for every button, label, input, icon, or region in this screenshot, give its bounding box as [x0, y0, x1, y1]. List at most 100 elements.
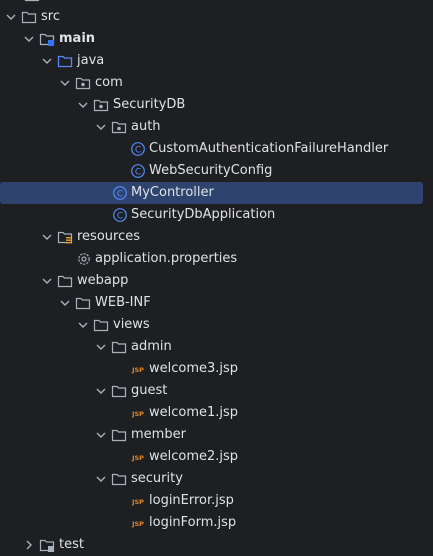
tree-row-resources[interactable]: resources: [0, 226, 433, 248]
svg-text:C: C: [117, 189, 123, 199]
tree-row-java[interactable]: java: [0, 50, 433, 72]
chevron-down-icon[interactable]: [40, 274, 54, 288]
tree-label: guest: [131, 383, 168, 398]
tree-row-admin[interactable]: admin: [0, 336, 433, 358]
tree-row-web-security-config[interactable]: C WebSecurityConfig: [0, 160, 433, 182]
tree-row-web-inf[interactable]: WEB-INF: [0, 292, 433, 314]
svg-text:JSP: JSP: [131, 454, 144, 462]
tree-row-main[interactable]: main: [0, 28, 433, 50]
tree-row-guest[interactable]: guest: [0, 380, 433, 402]
tree-label: resources: [77, 229, 141, 244]
tree-label: auth: [131, 119, 161, 134]
chevron-down-icon[interactable]: [4, 10, 18, 24]
tree-row-auth[interactable]: auth: [0, 116, 433, 138]
tree-label: welcome3.jsp: [149, 361, 239, 376]
chevron-down-icon[interactable]: [58, 296, 72, 310]
tree-label: WEB-INF: [95, 295, 151, 310]
chevron-down-icon[interactable]: [76, 318, 90, 332]
tree-label: admin: [131, 339, 172, 354]
tree-row-partial[interactable]: [0, 0, 433, 6]
folder-icon: [24, 0, 40, 3]
tree-label: SecurityDbApplication: [131, 207, 276, 222]
chevron-down-icon[interactable]: [94, 472, 108, 486]
chevron-down-icon[interactable]: [94, 428, 108, 442]
jsp-icon: JSP: [130, 493, 146, 509]
folder-icon: [39, 537, 55, 553]
tree-row-login-error-jsp[interactable]: JSP loginError.jsp: [0, 490, 433, 512]
chevron-down-icon[interactable]: [8, 0, 22, 2]
tree-label: views: [113, 317, 150, 332]
tree-row-welcome1-jsp[interactable]: JSP welcome1.jsp: [0, 402, 433, 424]
package-icon: [93, 97, 109, 113]
tree-row-src[interactable]: src: [0, 6, 433, 28]
tree-row-security-db-application[interactable]: C SecurityDbApplication: [0, 204, 433, 226]
tree-row-welcome2-jsp[interactable]: JSP welcome2.jsp: [0, 446, 433, 468]
chevron-down-icon[interactable]: [58, 76, 72, 90]
chevron-down-icon[interactable]: [94, 340, 108, 354]
svg-text:JSP: JSP: [131, 410, 144, 418]
tree-label: test: [59, 537, 84, 552]
chevron-down-icon[interactable]: [40, 230, 54, 244]
tree-label: java: [77, 53, 105, 68]
tree-label: member: [131, 427, 186, 442]
tree-row-views[interactable]: views: [0, 314, 433, 336]
resources-folder-icon: [57, 229, 73, 245]
folder-icon: [93, 317, 109, 333]
source-folder-icon: [57, 53, 73, 69]
tree-label: security: [131, 471, 183, 486]
module-folder-icon: [39, 31, 55, 47]
package-icon: [75, 75, 91, 91]
tree-label: loginError.jsp: [149, 493, 234, 508]
tree-label: loginForm.jsp: [149, 515, 237, 530]
tree-label: MyController: [131, 185, 214, 200]
class-icon: C: [112, 185, 128, 201]
tree-label: SecurityDB: [113, 97, 186, 112]
tree-label: main: [59, 31, 96, 46]
folder-icon: [111, 427, 127, 443]
package-icon: [111, 119, 127, 135]
gear-icon: [76, 251, 92, 267]
tree-row-custom-failure-handler[interactable]: C CustomAuthenticationFailureHandler: [0, 138, 433, 160]
tree-row-securitydb[interactable]: SecurityDB: [0, 94, 433, 116]
tree-row-member[interactable]: member: [0, 424, 433, 446]
chevron-down-icon[interactable]: [94, 120, 108, 134]
chevron-down-icon[interactable]: [94, 384, 108, 398]
jsp-icon: JSP: [130, 361, 146, 377]
svg-text:C: C: [135, 167, 141, 177]
folder-icon: [75, 295, 91, 311]
folder-icon: [111, 471, 127, 487]
tree-label: WebSecurityConfig: [149, 163, 273, 178]
tree-row-login-form-jsp[interactable]: JSP loginForm.jsp: [0, 512, 433, 534]
jsp-icon: JSP: [130, 515, 146, 531]
folder-icon: [111, 339, 127, 355]
tree-row-my-controller[interactable]: C MyController: [0, 182, 433, 204]
svg-text:C: C: [135, 145, 141, 155]
jsp-icon: JSP: [130, 405, 146, 421]
svg-text:JSP: JSP: [131, 498, 144, 506]
tree-row-webapp[interactable]: webapp: [0, 270, 433, 292]
tree-label: application.properties: [95, 251, 238, 266]
tree-label: CustomAuthenticationFailureHandler: [149, 141, 389, 156]
tree-label: com: [95, 75, 123, 90]
folder-icon: [111, 383, 127, 399]
class-icon: C: [130, 141, 146, 157]
jsp-icon: JSP: [130, 449, 146, 465]
tree-row-test[interactable]: test: [0, 534, 433, 556]
chevron-down-icon[interactable]: [22, 32, 36, 46]
tree-label: webapp: [77, 273, 129, 288]
tree-row-com[interactable]: com: [0, 72, 433, 94]
class-icon: C: [112, 207, 128, 223]
chevron-right-icon[interactable]: [22, 538, 36, 552]
tree-label: welcome1.jsp: [149, 405, 239, 420]
tree-row-application-properties[interactable]: application.properties: [0, 248, 433, 270]
folder-icon: [21, 9, 37, 25]
chevron-down-icon[interactable]: [40, 54, 54, 68]
tree-row-security[interactable]: security: [0, 468, 433, 490]
tree-label: welcome2.jsp: [149, 449, 239, 464]
chevron-down-icon[interactable]: [76, 98, 90, 112]
tree-row-welcome3-jsp[interactable]: JSP welcome3.jsp: [0, 358, 433, 380]
class-icon: C: [130, 163, 146, 179]
svg-text:JSP: JSP: [131, 520, 144, 528]
svg-text:C: C: [117, 211, 123, 221]
